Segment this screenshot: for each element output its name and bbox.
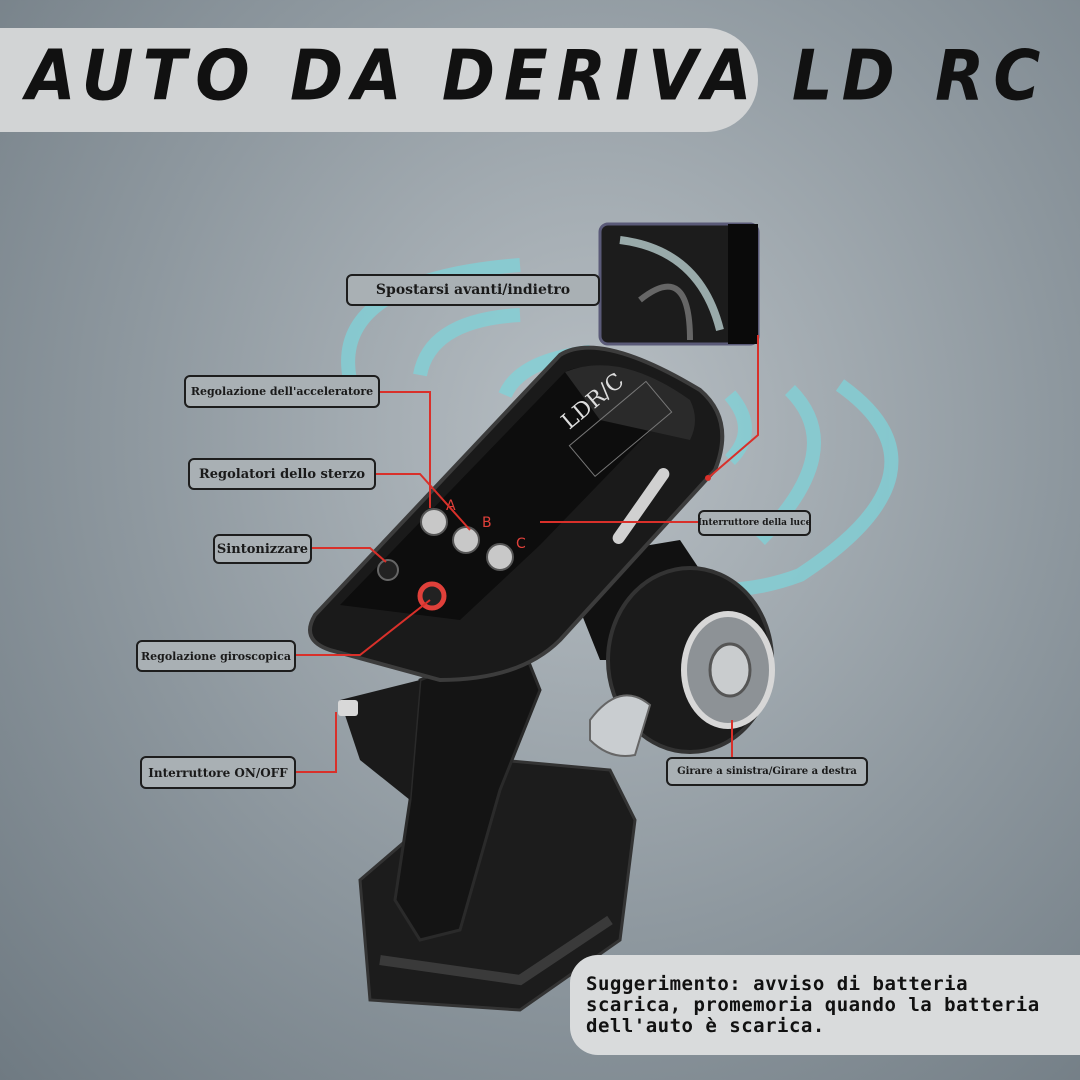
button-a[interactable] (420, 508, 448, 536)
button-c-label: C (516, 536, 526, 552)
tip-text: Suggerimento: avviso di batteria scarica… (586, 973, 1040, 1037)
label-throttle: Regolazione dell'acceleratore (184, 375, 380, 408)
label-power: Interruttore ON/OFF (140, 756, 296, 789)
tune-knob[interactable] (377, 559, 399, 581)
label-forward-back: Spostarsi avanti/indietro (346, 274, 600, 306)
button-a-label: A (446, 498, 456, 514)
button-c[interactable] (486, 543, 514, 571)
label-gyro: Regolazione giroscopica (136, 640, 296, 672)
leader-lines (296, 335, 759, 773)
page-title: AUTO DA DERIVA LD RC (26, 37, 1050, 117)
label-steering: Regolatori dello sterzo (188, 458, 376, 490)
button-b-label: B (482, 515, 492, 531)
throttle-trigger[interactable] (589, 694, 652, 757)
power-switch[interactable] (338, 700, 358, 716)
label-tune: Sintonizzare (213, 534, 312, 564)
label-light-switch: Interruttore della luce (698, 510, 811, 536)
button-b[interactable] (452, 526, 480, 554)
title-banner (0, 28, 758, 132)
tip-banner (570, 955, 1080, 1055)
label-turn: Girare a sinistra/Girare a destra (666, 757, 868, 786)
